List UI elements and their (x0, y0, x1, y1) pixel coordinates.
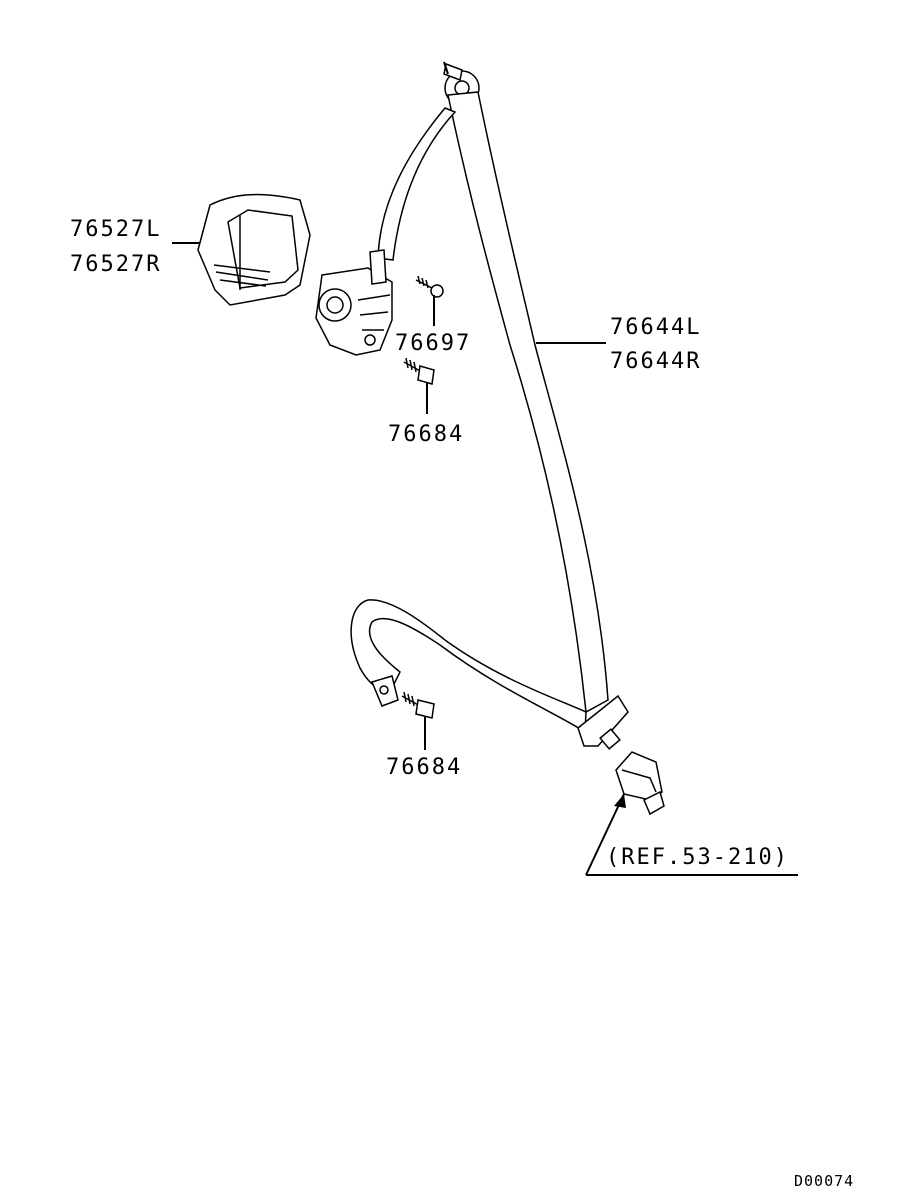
retractor (315, 249, 393, 356)
screw-label: 76697 (395, 331, 471, 356)
bolt-upper-label: 76684 (388, 422, 464, 447)
seat-belt-webbing (350, 61, 629, 750)
belt-assembly-label-left: 76644L (610, 315, 701, 340)
retractor-cover-label-left: 76527L (70, 217, 161, 242)
belt-assembly-label-right: 76644R (610, 349, 701, 374)
screw-part (415, 275, 444, 298)
buckle-part (615, 751, 665, 816)
retractor-cover (197, 193, 311, 306)
reference-label: (REF.53-210) (606, 845, 789, 870)
bolt-lower-label: 76684 (386, 755, 462, 780)
retractor-cover-label-right: 76527R (70, 252, 161, 277)
diagram-code: D00074 (794, 1172, 854, 1187)
leader-lines (172, 242, 798, 876)
bolt-upper-part (403, 357, 435, 385)
bolt-lower-part (401, 691, 435, 719)
